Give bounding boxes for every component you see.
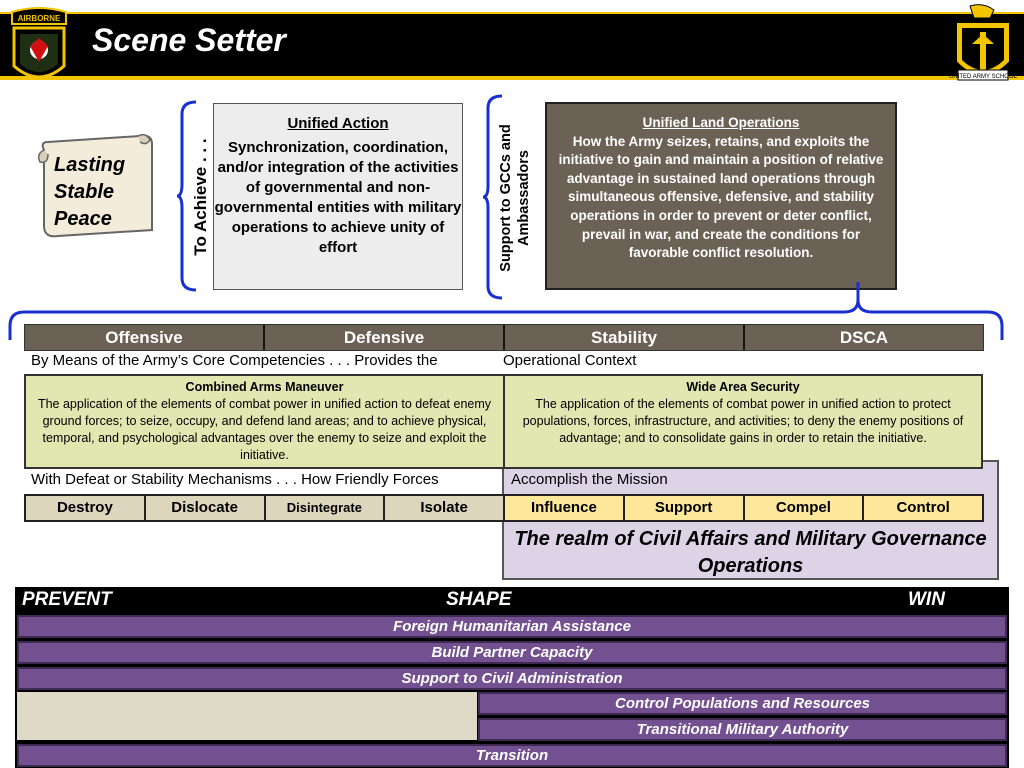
bar-support-civil-administration: Support to Civil Administration (17, 667, 1007, 690)
accomplish-mission-text: Accomplish the Mission (511, 471, 668, 488)
mechanism-control: Control (864, 496, 982, 520)
title-band (0, 12, 1024, 80)
empty-tan-block (17, 692, 477, 740)
mechanism-compel: Compel (744, 496, 863, 520)
mechanism-disintegrate: Disintegrate (265, 496, 384, 520)
support-gccs-text: Support to GCCs and Ambassadors (498, 124, 532, 272)
bar-transitional-military-authority: Transitional Military Authority (478, 718, 1007, 741)
bar-transition: Transition (17, 744, 1007, 767)
wide-area-security-box: Wide Area Security The application of th… (503, 374, 983, 469)
win-label: WIN (908, 589, 945, 610)
bar-control-populations: Control Populations and Resources (478, 692, 1007, 715)
scroll-graphic (37, 133, 153, 238)
scroll-line: Stable (54, 181, 115, 203)
mechanism-isolate: Isolate (385, 496, 503, 520)
left-brace (176, 100, 197, 292)
ulo-body: How the Army seizes, retains, and exploi… (558, 133, 884, 261)
mechanism-support: Support (624, 496, 743, 520)
function-dsca: DSCA (745, 325, 983, 350)
function-defensive: Defensive (265, 325, 505, 350)
header: AIRBORNE Scene Setter UNITED ARMY SCHOOL (0, 0, 1024, 92)
page-title: Scene Setter (92, 22, 286, 58)
bar-build-partner-capacity: Build Partner Capacity (17, 641, 1007, 664)
ulo-heading: Unified Land Operations (642, 115, 800, 130)
was-body: The application of the elements of comba… (522, 397, 964, 445)
airborne-patch-logo: AIRBORNE (11, 7, 67, 79)
civil-affairs-realm-text: The realm of Civil Affairs and Military … (514, 528, 987, 577)
crest-motto-text: UNITED ARMY SCHOOL (949, 74, 1018, 80)
unified-action-heading: Unified Action (287, 115, 389, 132)
army-school-crest-logo: UNITED ARMY SCHOOL (949, 4, 1018, 81)
unified-land-operations-box: Unified Land Operations How the Army sei… (545, 102, 897, 290)
middle-brace (482, 94, 503, 300)
was-heading: Wide Area Security (686, 380, 800, 394)
function-stability: Stability (505, 325, 745, 350)
airborne-tab-text: AIRBORNE (18, 14, 61, 23)
lasting-stable-peace: Lasting Stable Peace (54, 152, 125, 233)
combined-arms-maneuver-box: Combined Arms Maneuver The application o… (24, 374, 505, 469)
to-achieve-label: To Achieve . . . (191, 138, 210, 256)
cam-body: The application of the elements of comba… (37, 397, 492, 462)
unified-action-body: Synchronization, coordination, and/or in… (214, 139, 462, 256)
scroll-line: Peace (54, 208, 112, 230)
horizontal-brace (8, 282, 1004, 340)
scroll-line: Lasting (54, 154, 126, 176)
mechanisms-row: Destroy Dislocate Disintegrate Isolate I… (24, 494, 984, 522)
operational-context-text: Operational Context (503, 352, 637, 369)
core-competencies-text: By Means of the Army’s Core Competencies… (31, 352, 438, 369)
shape-label: SHAPE (446, 589, 512, 610)
cam-heading: Combined Arms Maneuver (185, 380, 344, 394)
operations-types-row: Offensive Defensive Stability DSCA (24, 324, 984, 351)
bar-foreign-humanitarian-assistance: Foreign Humanitarian Assistance (17, 615, 1007, 638)
support-gccs-label: Support to GCCs and Ambassadors (497, 103, 537, 293)
defeat-stability-mechanisms-text: With Defeat or Stability Mechanisms . . … (31, 471, 439, 488)
mechanism-influence: Influence (505, 496, 623, 520)
mechanism-destroy: Destroy (26, 496, 144, 520)
function-offensive: Offensive (25, 325, 265, 350)
prevent-label: PREVENT (22, 589, 112, 610)
unified-action-box: Unified Action Synchronization, coordina… (213, 103, 463, 290)
mechanism-dislocate: Dislocate (145, 496, 264, 520)
